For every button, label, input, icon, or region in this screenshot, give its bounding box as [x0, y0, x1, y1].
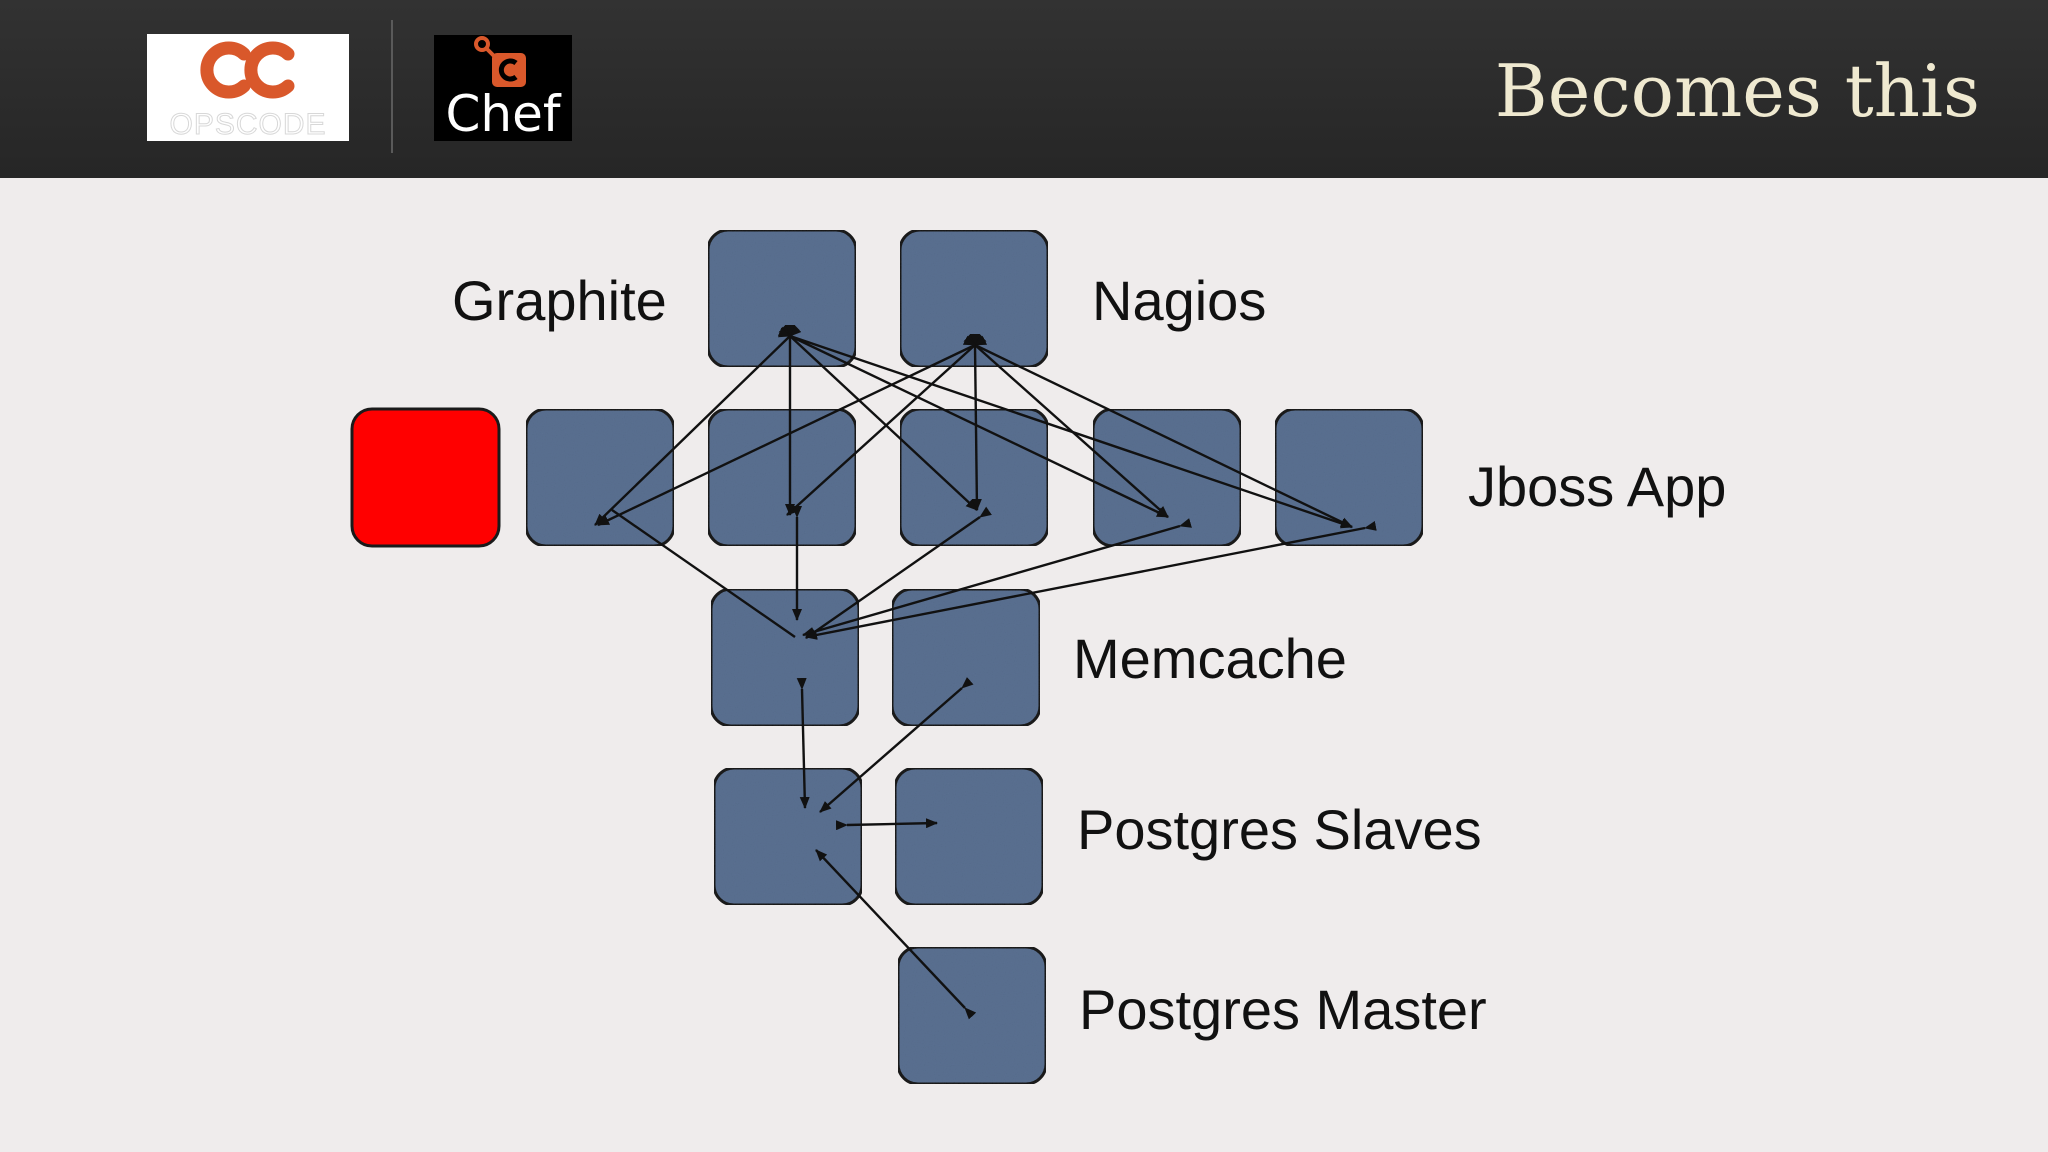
edge-pgslave1-pgslave2 [835, 818, 938, 831]
chef-mark-icon [474, 36, 526, 87]
nagios-label: Nagios [1092, 269, 1266, 332]
jboss-node-3 [898, 407, 1050, 548]
edge-memcache2-pgslave1 [819, 676, 974, 813]
opscode-mark-icon [200, 41, 295, 99]
graphite-label: Graphite [452, 269, 667, 332]
edge-jboss5-memcache1 [805, 520, 1377, 640]
opscode-logo: OPSCODE [147, 34, 349, 141]
memcache-node-1 [709, 587, 861, 728]
label-layer: Graphite Nagios Jboss App Memcache Postg… [452, 269, 1726, 1041]
postgres-master-label: Postgres Master [1079, 978, 1487, 1041]
edge-layer [594, 324, 1377, 1020]
edge-pgmaster-pgslave1 [815, 849, 977, 1020]
chef-wordmark: Chef [445, 85, 561, 143]
opscode-wordmark: OPSCODE [169, 109, 327, 141]
jboss-app-label: Jboss App [1468, 455, 1726, 518]
jboss-node-4 [1091, 407, 1243, 548]
postgres-slaves-label: Postgres Slaves [1077, 798, 1482, 861]
jboss-node-1 [524, 407, 676, 548]
pg-master-node [896, 945, 1048, 1086]
slide-title: Becomes this [1494, 49, 1980, 133]
failed-jboss-node [350, 407, 501, 548]
jboss-node-2 [706, 407, 858, 548]
edge-memcache1-pgslave1 [796, 677, 810, 809]
pg-slave-node-2 [893, 766, 1045, 907]
memcache-label: Memcache [1073, 627, 1347, 690]
pg-slave-node-1 [712, 766, 864, 907]
graphite-node [706, 228, 858, 369]
memcache-node-2 [890, 587, 1042, 728]
chef-logo: Chef [434, 35, 572, 141]
edge-jboss1-memcache1 [611, 509, 796, 638]
slide-header: OPSCODE Chef Becomes this [0, 0, 2048, 178]
edge-nagios-jboss2 [786, 333, 987, 516]
header-divider [391, 20, 393, 153]
edge-nagios-jboss5 [962, 335, 1353, 529]
